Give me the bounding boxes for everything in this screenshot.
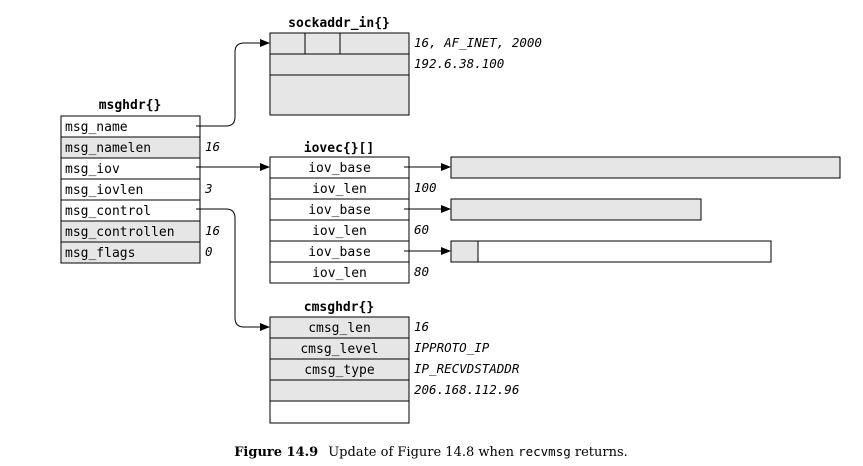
iovec-field-value: 80	[414, 264, 429, 279]
iovec-field-label: iov_len	[312, 224, 367, 239]
caption-text: Update of Figure 14.8 when	[328, 445, 518, 460]
msghdr-struct: msg_name msg_namelen 16 msg_iov msg_iovlen 3 m…	[60, 115, 220, 264]
cmsghdr-struct: cmsg_len 16 cmsg_level IPPROTO_IP cmsg_type I…	[269, 316, 520, 424]
iovec-field-label: iov_base	[308, 161, 371, 176]
cmsghdr-field-label: cmsg_level	[300, 342, 378, 357]
msghdr-field-value: 0	[205, 244, 213, 259]
iovec-field-label: iov_len	[312, 182, 367, 197]
cmsghdr-row	[269, 379, 410, 402]
msg-name-arrow	[196, 39, 270, 127]
iov-buffer-3	[450, 240, 772, 263]
msghdr-field-label: msg_controllen	[65, 225, 175, 240]
figure-caption: Figure 14.9 Update of Figure 14.8 when re…	[234, 444, 628, 460]
msghdr-field-label: msg_flags	[65, 246, 135, 261]
sockaddr-in-struct	[269, 32, 410, 116]
cmsghdr-field-value: IPPROTO_IP	[414, 340, 490, 355]
iovec-field-label: iov_base	[308, 203, 371, 218]
iov-buffer-3-filled	[450, 240, 479, 263]
iovec-struct: iov_base iov_len 100 iov_base iov_len 60 iov_b…	[269, 156, 437, 284]
iovec-row	[269, 261, 410, 284]
iovec-field-label: iov_len	[312, 266, 367, 281]
cmsghdr-field-label: cmsg_type	[304, 363, 375, 378]
caption-number: Figure 14.9	[234, 445, 318, 460]
msghdr-field-label: msg_iovlen	[65, 183, 143, 198]
msghdr-field-label: msg_name	[65, 120, 128, 135]
msghdr-field-value: 3	[204, 181, 213, 196]
msg-control-arrow	[196, 208, 270, 331]
msghdr-field-label: msg_iov	[65, 162, 120, 177]
iov-buffers	[450, 156, 841, 263]
iovec-field-label: iov_base	[308, 245, 371, 260]
caption-text-end: returns.	[571, 445, 628, 460]
sockaddr-in-row-2	[269, 53, 410, 76]
cmsghdr-field-value: 206.168.112.96	[414, 382, 519, 397]
iovec-field-value: 100	[414, 180, 437, 195]
pointer-arrows	[196, 39, 451, 331]
sockaddr-in-row-3	[269, 74, 410, 116]
cmsghdr-field-value: IP_RECVDSTADDR	[414, 361, 520, 376]
msghdr-field-value: 16	[205, 139, 220, 154]
sockaddr-in-value: 16, AF_INET, 2000	[414, 35, 542, 50]
iov-buffer-2	[450, 198, 702, 221]
msghdr-field-label: msg_namelen	[65, 141, 151, 156]
sockaddr-in-value: 192.6.38.100	[414, 56, 504, 71]
caption-code: recvmsg	[518, 444, 571, 459]
cmsghdr-title: cmsghdr{}	[304, 300, 374, 315]
msghdr-row	[60, 241, 201, 264]
msghdr-title: msghdr{}	[99, 98, 162, 113]
iovec-title: iovec{}[]	[304, 141, 374, 156]
iovec-field-value: 60	[414, 222, 429, 237]
cmsghdr-row	[269, 400, 410, 424]
iov-buffer-1	[450, 156, 841, 179]
msghdr-field-label: msg_control	[65, 204, 151, 219]
cmsghdr-field-label: cmsg_len	[308, 321, 371, 336]
cmsghdr-field-value: 16	[414, 319, 429, 334]
msghdr-field-value: 16	[205, 223, 220, 238]
sockaddr-in-title: sockaddr_in{}	[288, 16, 390, 31]
